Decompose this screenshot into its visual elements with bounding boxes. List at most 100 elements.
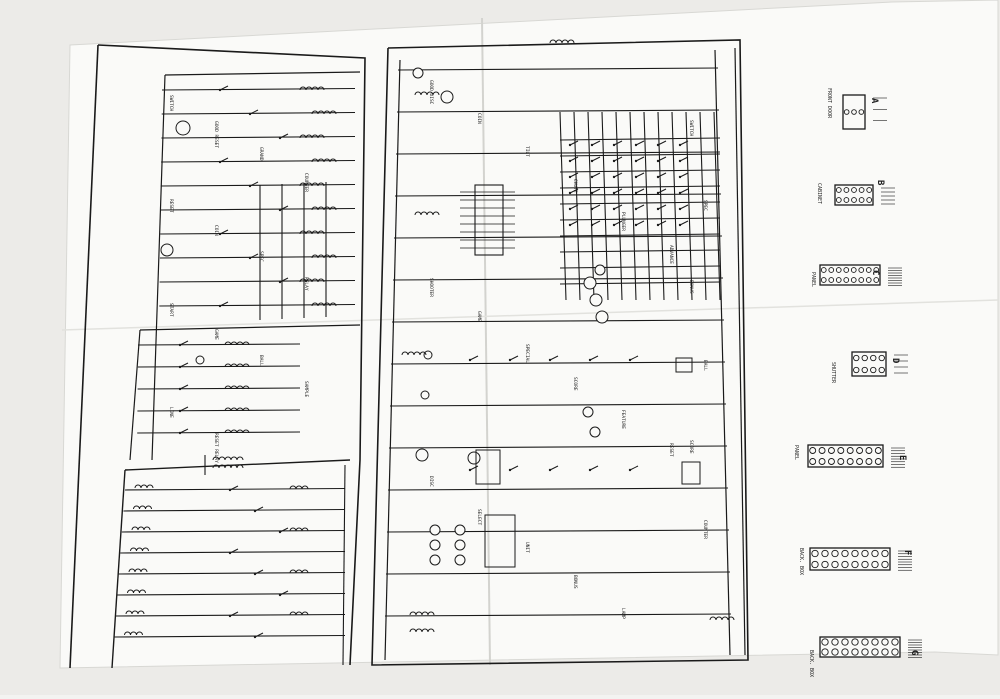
- plug-housing: [807, 444, 884, 468]
- wire: [559, 153, 721, 157]
- plug-pin: [821, 648, 829, 656]
- switch-terminal: [628, 468, 632, 472]
- plug-pin: [861, 648, 869, 656]
- right-label: SCORE: [688, 440, 694, 454]
- plug-pin: [865, 277, 872, 283]
- plug-title: SHUTTER: [830, 362, 836, 384]
- switch-terminal: [612, 143, 616, 147]
- plug-pin: [827, 447, 835, 454]
- fold-crease: [481, 17, 491, 666]
- plug-pin: [831, 560, 839, 569]
- plug-pin: [835, 277, 842, 283]
- wire: [390, 361, 726, 365]
- coil-symbol: [224, 341, 250, 346]
- switch-terminal: [178, 365, 182, 369]
- plug-letter: B: [875, 180, 885, 186]
- left-label: BALL: [258, 355, 264, 366]
- plug-pin: [821, 638, 829, 646]
- terminal-block: [675, 357, 693, 373]
- wire: [734, 47, 746, 656]
- center-label: DISC: [428, 476, 434, 487]
- switch-terminal: [508, 358, 512, 362]
- switch-terminal: [248, 184, 252, 188]
- switch-contact: [219, 229, 229, 235]
- wire: [161, 111, 356, 115]
- coil-symbol: [212, 456, 244, 461]
- switch-terminal: [634, 191, 638, 195]
- switch-contact: [629, 465, 639, 471]
- coil-symbol: [289, 611, 309, 616]
- coil-symbol: [130, 547, 149, 552]
- switch-contact: [569, 172, 579, 178]
- switch-contact: [509, 355, 519, 361]
- coil-symbol: [311, 254, 337, 259]
- switch-contact: [679, 188, 689, 194]
- coil-symbol: [299, 134, 325, 139]
- wire: [161, 159, 356, 163]
- wire: [137, 343, 301, 346]
- plug-pin: [861, 549, 869, 558]
- center-label: UNIT: [524, 542, 530, 553]
- wire: [392, 277, 724, 281]
- wire: [559, 111, 567, 301]
- coil-symbol: [289, 569, 309, 574]
- center-label: SHOOTER: [428, 278, 434, 297]
- wire: [559, 201, 721, 205]
- wire: [164, 71, 361, 76]
- plug-pin: [871, 549, 879, 558]
- plug-pin: [874, 447, 882, 454]
- switch-terminal: [588, 468, 592, 472]
- plug-housing: [834, 184, 874, 206]
- coil-symbol: [224, 363, 250, 368]
- plug-pin: [871, 638, 879, 646]
- left-label: COUNTER: [303, 173, 309, 192]
- plug-pin: [846, 458, 854, 465]
- switch-contact: [254, 506, 264, 512]
- switch-terminal: [253, 635, 257, 639]
- wire: [559, 217, 721, 221]
- left-label: RESET: [168, 199, 174, 213]
- plug-pin: [827, 458, 835, 465]
- plug-pin: [831, 549, 839, 558]
- right-label: SWITCH: [688, 120, 694, 137]
- wire: [559, 249, 721, 253]
- plug-pin: [858, 197, 865, 203]
- switch-contact: [629, 355, 639, 361]
- switch-terminal: [228, 551, 232, 555]
- center-label: TILT: [524, 146, 530, 157]
- plug-pin: [870, 366, 877, 374]
- plug-pin: [874, 458, 882, 465]
- plug-pin: [820, 267, 827, 273]
- coil-symbol: [311, 110, 337, 115]
- switch-contact: [254, 632, 264, 638]
- coil-symbol: [212, 464, 244, 469]
- switch-terminal: [568, 175, 572, 179]
- right-label: BONUS: [688, 280, 694, 294]
- switch-terminal: [612, 191, 616, 195]
- switch-contact: [569, 188, 579, 194]
- plug-pin: [828, 277, 835, 283]
- plug-letter: E: [897, 455, 907, 460]
- coil-symbol: [311, 206, 337, 211]
- switch-contact: [179, 406, 189, 412]
- plug-pin: [850, 277, 857, 283]
- switch-contact: [569, 204, 579, 210]
- switch-contact: [589, 465, 599, 471]
- plug-housing: [842, 94, 866, 130]
- plug-pin: [835, 267, 842, 273]
- switch-contact: [179, 340, 189, 346]
- plug-pin: [841, 560, 849, 569]
- switch-contact: [179, 362, 189, 368]
- coil-symbol: [125, 610, 145, 615]
- fold-crease-horizontal: [61, 299, 999, 331]
- plug-pin: [853, 354, 860, 362]
- switch-terminal: [278, 136, 282, 140]
- wire: [97, 44, 366, 666]
- wire: [393, 235, 723, 239]
- switch-contact: [279, 527, 289, 533]
- switch-terminal: [678, 159, 682, 163]
- switch-terminal: [278, 280, 282, 284]
- plug-pin: [866, 197, 873, 203]
- plug-pin: [858, 277, 865, 283]
- game-motor-circle: [160, 243, 174, 257]
